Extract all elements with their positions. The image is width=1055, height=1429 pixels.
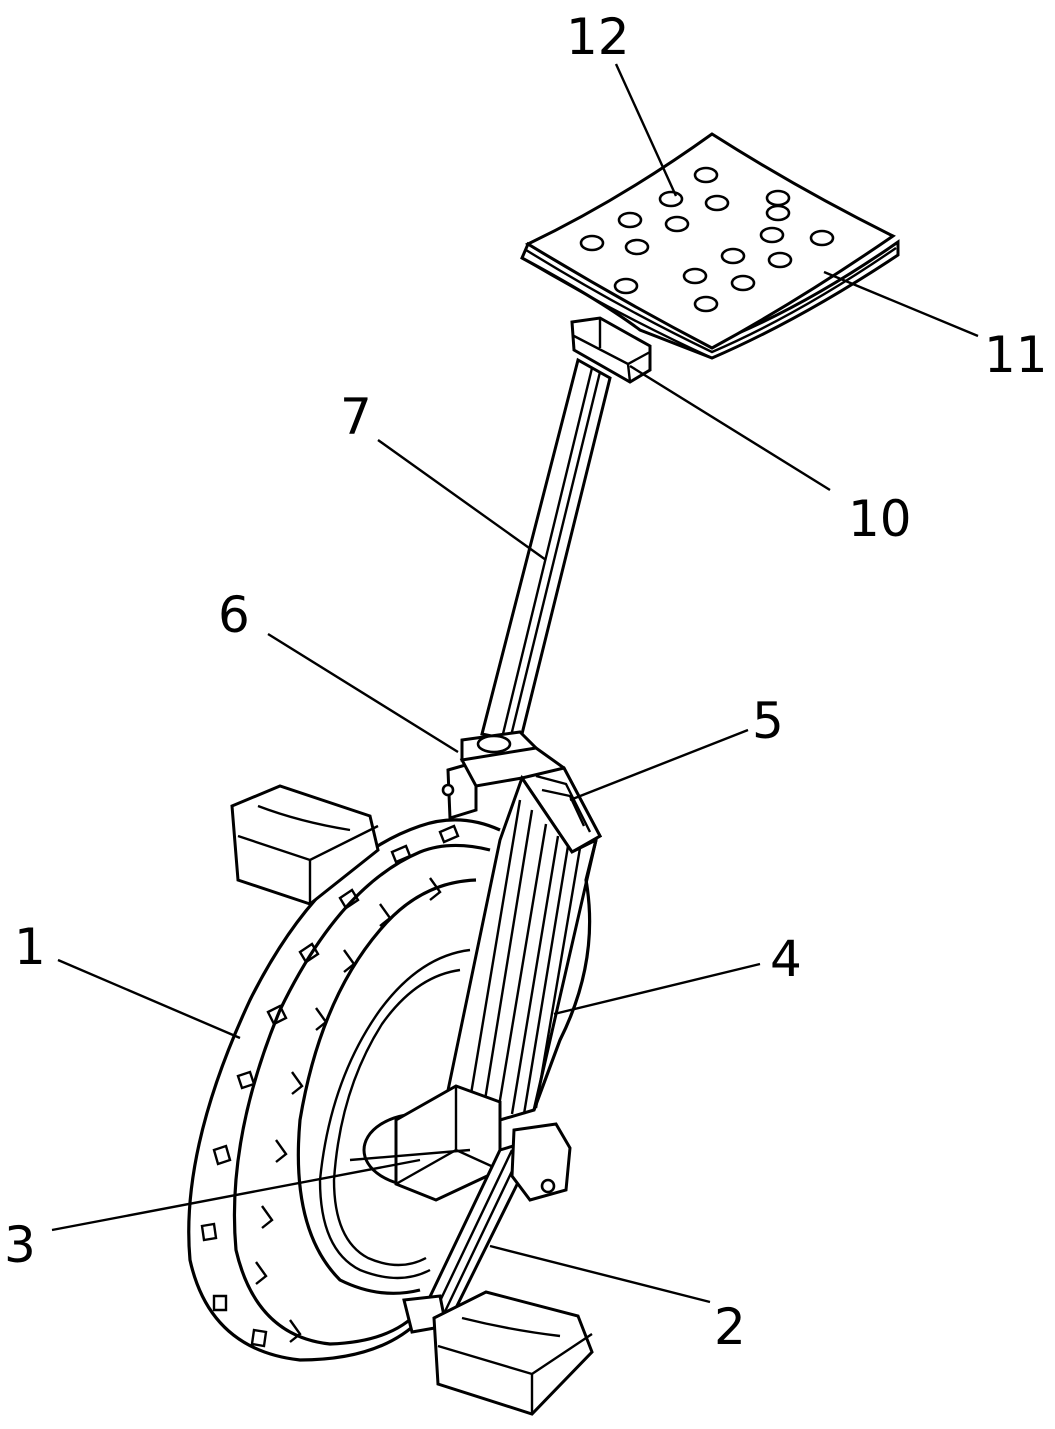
leader-12	[614, 63, 678, 197]
upper-pedal	[230, 784, 380, 906]
leader-11	[823, 270, 979, 338]
tread-blocks	[200, 824, 460, 1348]
label-3: 3	[4, 1216, 36, 1274]
label-12: 12	[566, 8, 630, 66]
leader-6	[267, 632, 459, 754]
leader-5	[569, 728, 749, 802]
seat-holes	[579, 166, 835, 313]
label-2: 2	[714, 1298, 746, 1356]
label-4: 4	[770, 930, 802, 988]
wheel	[187, 818, 501, 1362]
leader-4	[553, 962, 761, 1016]
leader-3	[51, 1158, 421, 1232]
label-7: 7	[340, 388, 372, 446]
fork	[444, 774, 599, 1122]
label-1: 1	[14, 918, 46, 976]
label-6: 6	[218, 586, 250, 644]
label-11: 11	[984, 326, 1048, 384]
seat-post	[480, 357, 612, 744]
leader-lines	[51, 63, 979, 1304]
leader-1	[57, 958, 241, 1040]
label-5: 5	[752, 692, 784, 750]
leader-7	[377, 439, 547, 561]
leader-2	[489, 1244, 711, 1304]
lower-arm	[402, 1122, 572, 1334]
seat-top	[524, 132, 896, 350]
tire-outer	[187, 818, 501, 1362]
hub	[349, 1084, 502, 1202]
label-10: 10	[848, 490, 912, 548]
lower-pedal	[432, 1290, 594, 1416]
part-labels: 1 2 3 4 5 6 7 10 11 12	[4, 8, 1048, 1356]
leader-10	[629, 364, 831, 492]
seat	[520, 132, 900, 384]
